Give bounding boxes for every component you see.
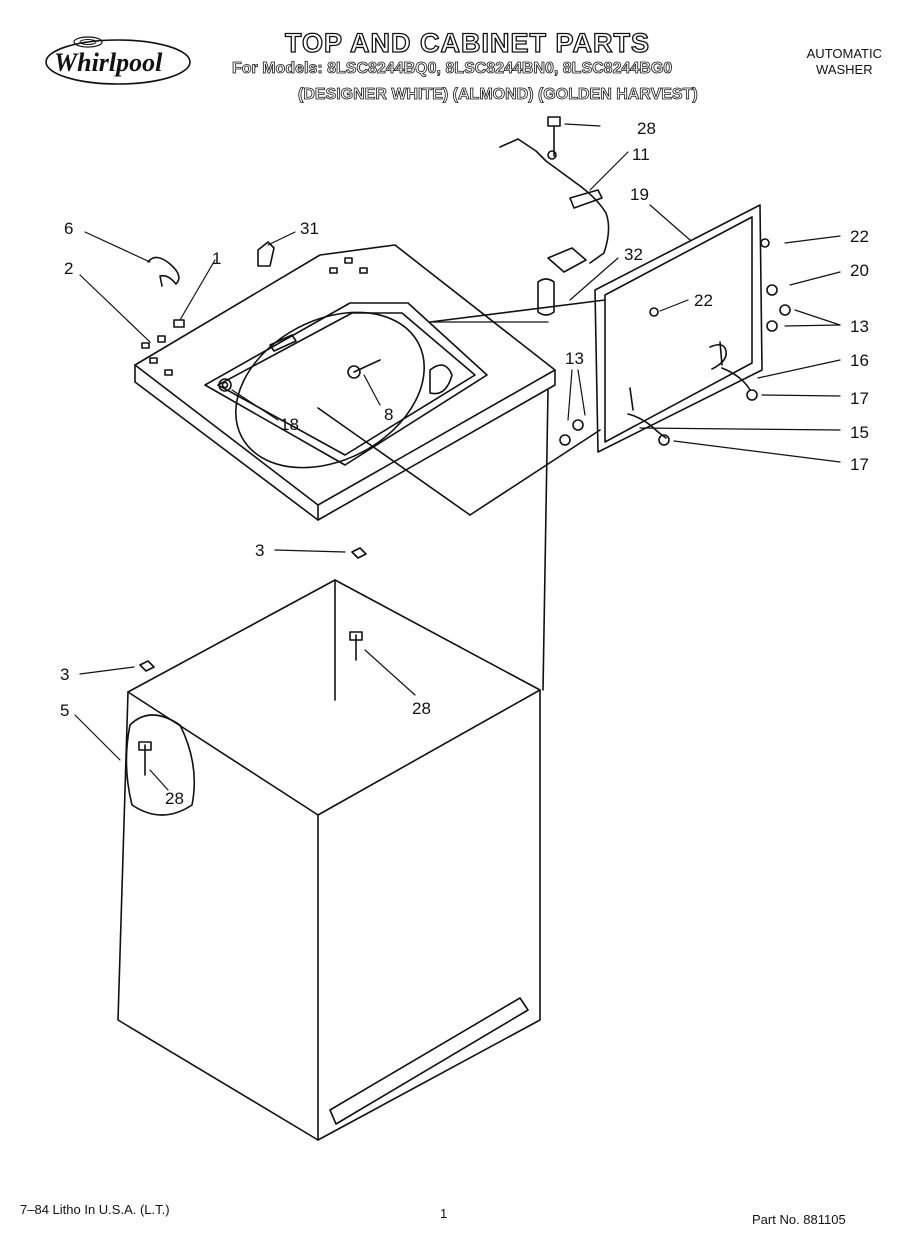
callout-20: 20 <box>850 261 869 280</box>
clip-31 <box>257 241 275 267</box>
callout-16: 16 <box>850 351 869 370</box>
callout-19: 19 <box>630 185 649 204</box>
callout-11: 11 <box>632 145 650 164</box>
part-1 <box>173 319 185 328</box>
callout-3-left: 3 <box>60 665 69 684</box>
page-number: 1 <box>440 1206 448 1221</box>
callout-28-top: 28 <box>637 119 656 138</box>
wire-harness <box>499 138 610 273</box>
tub-outline <box>317 299 606 691</box>
whirlpool-logo: Whirlpool <box>45 36 191 85</box>
clip-6 <box>147 256 180 287</box>
clip-3-left <box>139 660 155 672</box>
page-title: TOP AND CABINET PARTS <box>284 27 651 58</box>
callout-31: 31 <box>300 219 319 238</box>
callout-15: 15 <box>850 423 869 442</box>
console-frame <box>594 204 763 453</box>
bracket-32 <box>537 278 555 316</box>
callout-3-top: 3 <box>255 541 264 560</box>
brand-name: Whirlpool <box>54 48 163 77</box>
screw-28-cabinet <box>349 631 363 661</box>
product-line-2: WASHER <box>816 62 873 77</box>
washer-top <box>134 244 556 521</box>
callout-8: 8 <box>384 405 393 424</box>
part-number: Part No. 881105 <box>752 1212 846 1227</box>
callout-17-lower: 17 <box>850 455 869 474</box>
callout-2: 2 <box>64 259 73 278</box>
callout-1: 1 <box>212 249 221 268</box>
callout-18: 18 <box>280 415 299 434</box>
callout-28-cabinet: 28 <box>412 699 431 718</box>
models-line: For Models: 8LSC8244BQ0, 8LSC8244BN0, 8L… <box>232 60 673 78</box>
colors-line: (DESIGNER WHITE) (ALMOND) (GOLDEN HARVES… <box>298 86 698 104</box>
product-type: AUTOMATIC WASHER <box>807 46 882 78</box>
callout-22-left: 22 <box>694 291 713 310</box>
callout-5: 5 <box>60 701 69 720</box>
product-line-1: AUTOMATIC <box>806 46 882 61</box>
part-2 <box>157 335 166 343</box>
clip-3-top <box>351 547 367 559</box>
callout-22-right: 22 <box>850 227 869 246</box>
callout-6: 6 <box>64 219 73 238</box>
screw-28-cutaway <box>138 741 152 776</box>
callout-32: 32 <box>624 245 643 264</box>
callout-13-left: 13 <box>565 349 584 368</box>
callout-13-right: 13 <box>850 317 869 336</box>
callout-17-upper: 17 <box>850 389 869 408</box>
screw-28-top <box>547 116 561 157</box>
leader-lines <box>74 123 841 791</box>
litho-note: 7–84 Litho In U.S.A. (L.T.) <box>20 1202 170 1217</box>
cabinet <box>117 579 541 1141</box>
callout-28-cutaway: 28 <box>165 789 184 808</box>
screw-8 <box>347 359 381 379</box>
